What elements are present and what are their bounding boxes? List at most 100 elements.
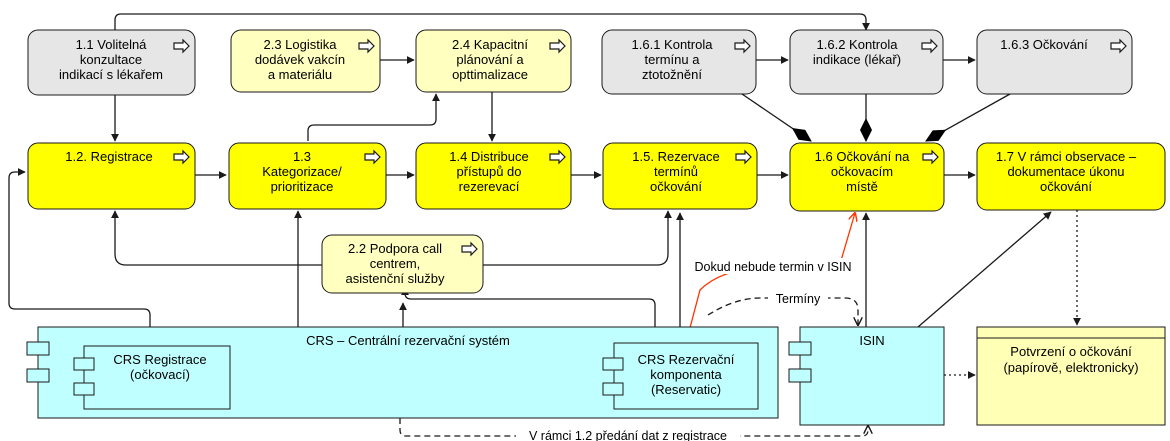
svg-text:CRS – Centrální rezervační sys: CRS – Centrální rezervační systém: [306, 333, 510, 348]
label-v-ramci: V rámci 1.2 předání dat z registrace: [529, 429, 727, 441]
process-1-1-line-2: konzultace: [80, 52, 142, 67]
component-isin-title: ISIN: [859, 333, 884, 348]
component-icon: [73, 382, 95, 396]
process-1-7-line-3: očkování: [1040, 179, 1092, 194]
process-2-2-line-3: asistenční služby: [346, 271, 445, 286]
process-arrow-icon: [921, 38, 938, 54]
component-icon: [26, 341, 50, 356]
process-1-5-line-1: 1.5. Rezervace: [632, 149, 719, 164]
edge-1-6-1-to-1-6: [741, 93, 812, 142]
artifact-line-1: Potvrzení o očkování: [1010, 344, 1132, 359]
process-arrow-icon: [461, 241, 478, 257]
process-2-3-line-3: a materiálu: [268, 67, 332, 82]
svg-text:CRS Registrace(očkovací): CRS Registrace(očkovací): [113, 352, 206, 382]
artifact-line-2: (papírově, elektronicky): [1003, 360, 1138, 375]
component-icon: [73, 357, 95, 371]
process-1-3-line-2: Kategorizace/: [262, 164, 342, 179]
component-crs-reg-line-1: CRS Registrace: [113, 352, 206, 367]
process-1-7-line-2: dokumentace úkonu: [1007, 164, 1124, 179]
artifact-potvrzeni[interactable]: Potvrzení o očkování(papírově, elektroni…: [976, 326, 1166, 426]
component-crs-rez-line-3: (Reservatic): [651, 382, 721, 397]
process-2-4-line-1: 2.4 Kapacitní: [452, 37, 528, 52]
component-crs-title: CRS – Centrální rezervační systém: [306, 333, 510, 348]
process-1-3-line-1: 1.3: [293, 149, 311, 164]
process-1-3-line-3: prioritizace: [271, 179, 334, 194]
process-1-7-line-1: 1.7 V rámci observace –: [996, 149, 1137, 164]
process-1-1-line-1: 1.1 Volitelná: [76, 37, 148, 52]
edge-crs-to-1-2: [8, 168, 151, 327]
process-1-6-line-1: 1.6 Očkování na: [815, 149, 910, 164]
process-2-3-line-1: 2.3 Logistika: [264, 37, 338, 52]
component-icon: [602, 357, 624, 371]
process-arrow-icon: [364, 149, 381, 165]
process-1-2-line-1: 1.2. Registrace: [65, 149, 152, 164]
edge-2-2-to-1-5: [483, 210, 672, 266]
svg-text:ISIN: ISIN: [859, 333, 884, 348]
edge-v-ramci: [399, 418, 868, 437]
edge-crsrez-to-2-2: [401, 287, 656, 343]
edge-1-6-3-to-1-6: [925, 93, 1011, 142]
process-1-7[interactable]: 1.7 V rámci observace –dokumentace úkonu…: [976, 142, 1166, 211]
process-1-4-line-3: rezerevací: [459, 179, 520, 194]
process-1-6-1-line-2: termínu a: [645, 52, 701, 67]
process-1-6-1-line-1: 1.6.1 Kontrola: [632, 37, 714, 52]
process-1-6-3[interactable]: 1.6.3 Očkování: [976, 29, 1133, 95]
process-1-6-line-2: očkovacím: [831, 164, 893, 179]
process-1-1-line-3: indikací s lékařem: [59, 67, 163, 82]
process-1-5-line-3: očkování: [650, 179, 702, 194]
process-1-4-line-1: 1.4 Distribuce: [449, 149, 528, 164]
component-crs-reg-line-2: (očkovací): [130, 367, 190, 382]
svg-text:1.2. Registrace: 1.2. Registrace: [65, 149, 152, 164]
component-crs-registrace[interactable]: CRS Registrace(očkovací): [73, 345, 231, 410]
process-1-2[interactable]: 1.2. Registrace: [27, 142, 196, 210]
process-arrow-icon: [922, 149, 939, 165]
process-2-4-line-3: opttimalizace: [452, 67, 528, 82]
process-2-2-line-1: 2.2 Podpora call: [348, 241, 442, 256]
svg-text:1.6.3 Očkování: 1.6.3 Očkování: [1000, 37, 1088, 52]
process-1-6-line-3: místě: [846, 179, 878, 194]
process-arrow-icon: [173, 38, 190, 54]
process-1-4-line-2: přístupů do: [456, 164, 521, 179]
edge-red-to-1-6: [685, 213, 855, 344]
component-crs-rez-line-1: CRS Rezervační: [638, 352, 735, 367]
edge-1-3-to-2-4: [307, 93, 440, 141]
process-arrow-icon: [549, 38, 566, 54]
process-arrow-icon: [549, 149, 566, 165]
process-arrow-icon: [1110, 38, 1127, 54]
svg-text:Potvrzení o očkování(papírově,: Potvrzení o očkování(papírově, elektroni…: [1003, 344, 1138, 375]
process-arrow-icon: [734, 38, 751, 54]
svg-text:1.7 V rámci observace –dokumen: 1.7 V rámci observace –dokumentace úkonu…: [996, 149, 1137, 194]
edge-isin-to-1-7: [917, 211, 1052, 328]
process-2-2-line-2: centrem,: [370, 256, 421, 271]
process-2-3-line-2: dodávek vakcín: [255, 52, 345, 67]
component-isin[interactable]: ISIN: [788, 326, 945, 426]
component-icon: [26, 368, 50, 383]
edge-2-2-to-1-2: [111, 210, 322, 266]
label-dokud: Dokud nebude termin v ISIN: [694, 260, 851, 274]
label-terminy: Termíny: [776, 292, 821, 306]
edge-terminy: [707, 297, 858, 325]
process-arrow-icon: [358, 38, 375, 54]
